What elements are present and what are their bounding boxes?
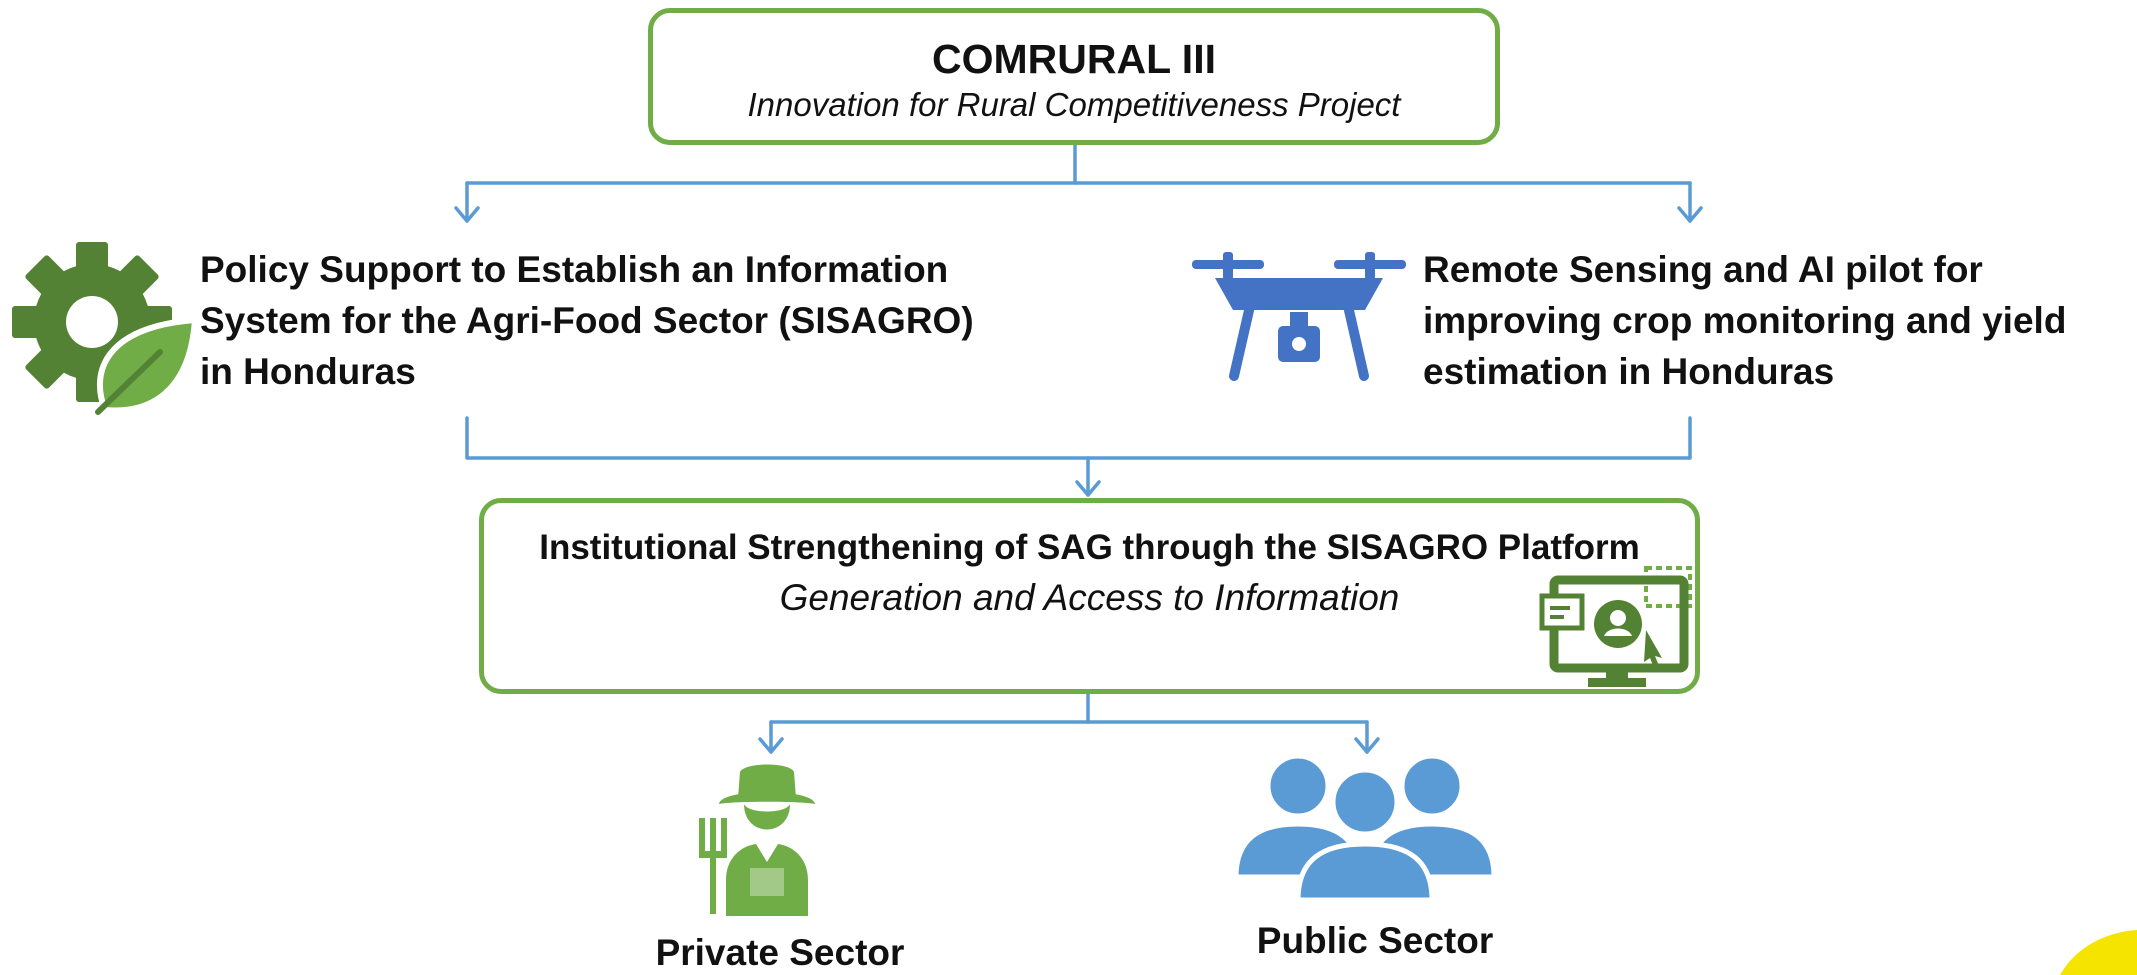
arrowhead-middle [1075,480,1101,497]
arrowhead-right [1677,206,1703,223]
institutional-subtitle: Generation and Access to Information [779,577,1400,618]
connector-merge-bar [465,416,1692,460]
institutional-title: Institutional Strengthening of SAG throu… [539,528,1640,567]
people-group-icon [1233,753,1497,903]
arrowhead-public [1354,737,1380,754]
institutional-strengthening-box: Institutional Strengthening of SAG throu… [479,498,1700,694]
drone-icon [1192,252,1406,381]
project-subtitle: Innovation for Rural Competitiveness Pro… [747,86,1401,123]
left-branch-text: Policy Support to Establish an Informati… [200,249,974,392]
private-sector-label: Private Sector [655,932,905,973]
arrowhead-private [758,737,784,754]
project-title-box: COMRURAL III Innovation for Rural Compet… [648,8,1500,145]
farmer-icon [699,764,815,916]
project-title: COMRURAL III [932,36,1216,82]
computer-user-icon [1539,566,1692,687]
right-branch-text: Remote Sensing and AI pilot for improvin… [1423,249,2067,392]
corner-accent-shape [2060,930,2137,975]
arrowhead-left [454,206,480,223]
gear-leaf-icon [12,242,199,415]
public-sector-label: Public Sector [1256,920,1494,961]
